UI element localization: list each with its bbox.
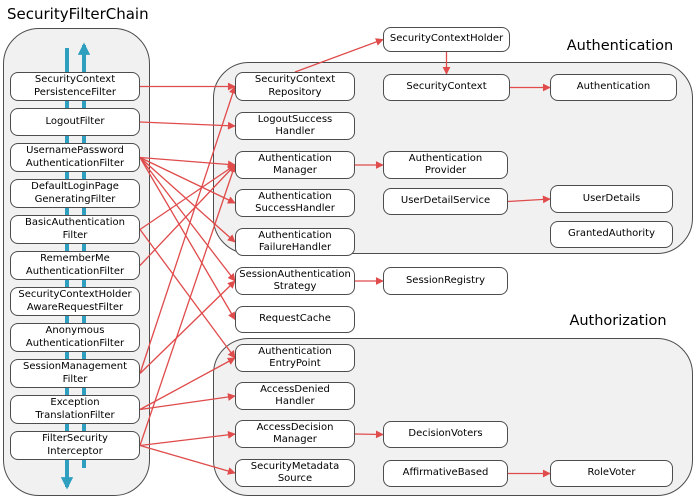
diagram-title: SecurityFilterChain <box>7 5 149 23</box>
node-affirmativebased: AffirmativeBased <box>383 460 508 487</box>
edge-basic-authentry <box>139 229 236 359</box>
node-anon: Anonymous AuthenticationFilter <box>10 323 140 352</box>
node-scpf: SecurityContext PersistenceFilter <box>10 72 140 101</box>
node-scholder: SecurityContextHolder <box>383 27 510 52</box>
node-fsi: FilterSecurity Interceptor <box>10 431 140 460</box>
node-sessionauthstrat: SessionAuthentication Strategy <box>235 267 355 295</box>
node-logoutsuccess: LogoutSuccess Handler <box>235 112 355 140</box>
node-authprovider: Authentication Provider <box>383 151 508 179</box>
node-authfail: Authentication FailureHandler <box>235 228 355 256</box>
node-rolevoter: RoleVoter <box>550 460 673 487</box>
node-authentry: Authentication EntryPoint <box>235 344 355 372</box>
node-dlpgf: DefaultLoginPage GeneratingFilter <box>10 179 140 208</box>
node-remember: RememberMe AuthenticationFilter <box>10 251 140 280</box>
node-sessionregistry: SessionRegistry <box>383 267 508 295</box>
node-basic: BasicAuthentication Filter <box>10 215 140 244</box>
node-authmgr: Authentication Manager <box>235 151 355 179</box>
node-schaware: SecurityContextHolder AwareRequestFilter <box>10 287 140 316</box>
node-securitymetadata: SecurityMetadata Source <box>235 459 355 487</box>
node-accessdenied: AccessDenied Handler <box>235 382 355 410</box>
authentication-region-label: Authentication <box>566 38 674 54</box>
node-authsuccess: Authentication SuccessHandler <box>235 189 355 217</box>
node-userdetails: UserDetails <box>550 185 673 213</box>
node-scontext: SecurityContext <box>383 74 510 101</box>
node-userdetailservice: UserDetailService <box>383 188 508 215</box>
node-screpo: SecurityContext Repository <box>235 72 355 101</box>
node-authentication: Authentication <box>550 74 677 101</box>
node-requestcache: RequestCache <box>235 306 355 333</box>
node-upaf: UsernamePassword AuthenticationFilter <box>10 143 140 172</box>
node-exception: Exception TranslationFilter <box>10 395 140 424</box>
node-accessdecision: AccessDecision Manager <box>235 420 355 448</box>
node-logout: LogoutFilter <box>10 108 140 136</box>
node-sessionmgmt: SessionManagement Filter <box>10 359 140 388</box>
authorization-region-label: Authorization <box>569 313 667 329</box>
node-decisionvoters: DecisionVoters <box>383 421 508 448</box>
node-grantedauthority: GrantedAuthority <box>550 221 673 248</box>
